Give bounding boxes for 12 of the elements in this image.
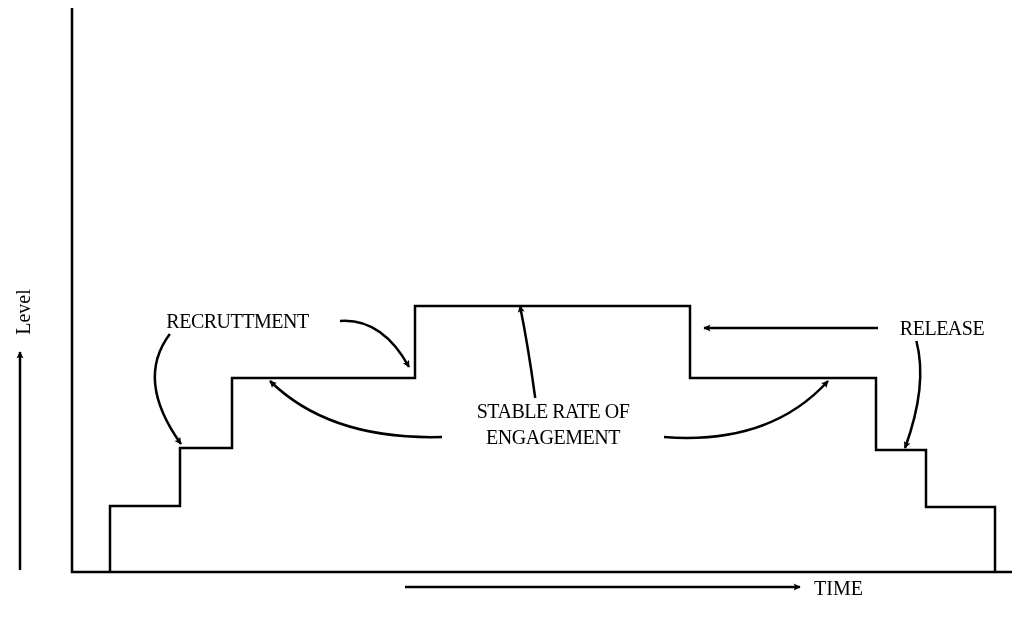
axis-label: Level (12, 289, 33, 335)
leader-arrow (269, 380, 442, 439)
leader-arrow (703, 324, 878, 332)
leader-arrow (903, 340, 922, 449)
callout-text: STABLE RATE OF ENGAGEMENT (442, 398, 664, 450)
axis-label: TIME (814, 578, 863, 598)
leader-arrow (517, 305, 537, 399)
leader-arrow (663, 380, 829, 440)
callout-text: RELEASE (878, 315, 1006, 341)
leader-arrow (339, 319, 411, 368)
leader-arrow (153, 333, 183, 445)
callout-text: RECRUTTMENT (135, 308, 340, 334)
